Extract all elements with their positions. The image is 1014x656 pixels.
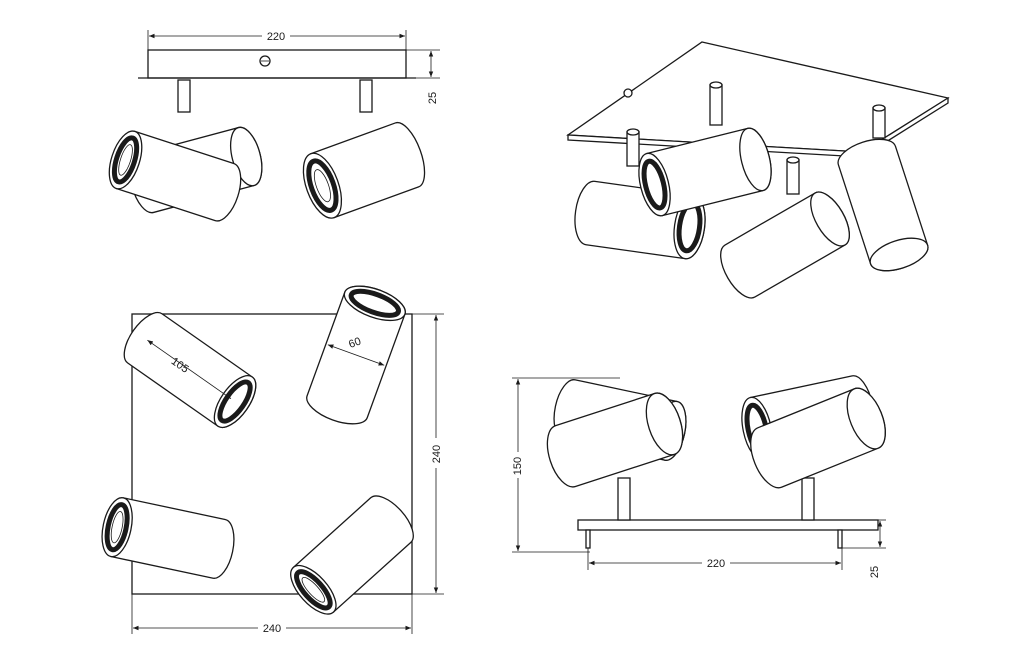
top-spot-upper-right (306, 285, 406, 425)
front-height-label: 25 (427, 92, 439, 104)
front-stem-right (359, 79, 373, 113)
side-spot-left-front (546, 392, 684, 488)
side-base-plate (577, 519, 879, 531)
side-plate-label: 25 (869, 566, 881, 578)
side-width-label: 220 (707, 558, 725, 570)
side-view: 150 220 25 (511, 375, 886, 578)
front-stem-left (177, 79, 191, 113)
side-stem-right (801, 477, 815, 521)
top-depth-label: 240 (431, 445, 443, 463)
top-width-label: 240 (263, 623, 281, 635)
top-spot-upper-left (123, 311, 257, 429)
perspective-spot-middle (638, 127, 772, 217)
side-spot-right-front (750, 387, 886, 489)
front-view: 220 25 (103, 29, 440, 225)
perspective-screw-icon (623, 88, 633, 98)
front-spot-right (302, 121, 426, 219)
top-view: 105 60 240 240 (97, 285, 444, 635)
perspective-spot-back-right (833, 132, 933, 278)
perspective-spot-front (712, 185, 858, 305)
front-base-plate (147, 49, 407, 79)
perspective-view (566, 41, 950, 305)
front-width-label: 220 (267, 31, 285, 43)
spot-diameter-label: 60 (347, 335, 363, 350)
side-height-label: 150 (512, 457, 524, 475)
side-stem-left (617, 477, 631, 521)
